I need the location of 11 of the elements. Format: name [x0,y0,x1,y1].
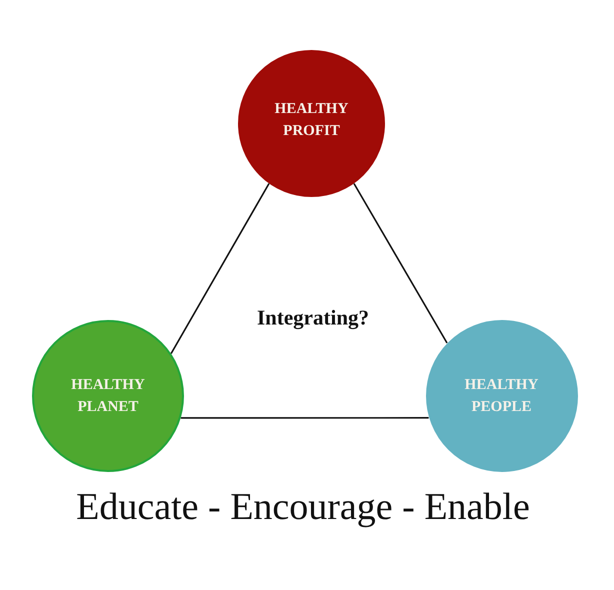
circle-node [238,50,385,197]
circle-node [32,320,184,472]
connector-line [170,183,270,354]
node-label: HEALTHY PROFIT [274,100,350,140]
circle-node [426,320,578,472]
node-label: HEALTHY PEOPLE [464,376,540,417]
connector-line [180,417,429,419]
node-label: HEALTHY PLANET [70,376,146,417]
connector-line [353,183,448,344]
center-label: Integrating? [257,306,369,330]
caption: Educate - Encourage - Enable [76,488,530,526]
